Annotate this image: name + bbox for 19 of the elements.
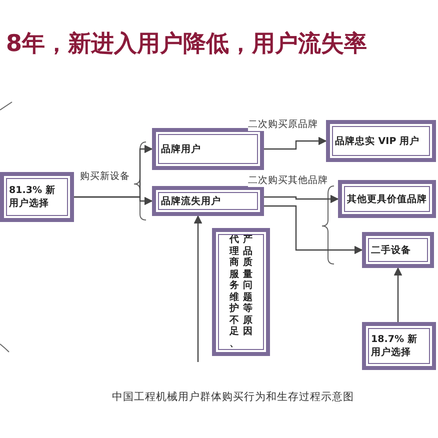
- arrow: [264, 194, 339, 204]
- process-box: 品牌用户: [152, 128, 264, 170]
- arrow: [394, 267, 402, 322]
- edge-label: 二次购买原品牌: [248, 118, 318, 131]
- edge-label: 二次购买其他品牌: [248, 174, 328, 187]
- process-box: 二手设备: [362, 232, 434, 268]
- process-box: 代理商服务维护不足、产品质量问题等原因: [212, 228, 270, 356]
- arrow: [194, 215, 202, 362]
- arrow: [264, 136, 327, 150]
- process-box: 品牌流失用户: [152, 186, 264, 216]
- edge-label: 购买新设备: [80, 170, 130, 183]
- arrow: [74, 196, 153, 206]
- title: 8年，新进入用户降低，用户流失率: [6, 30, 368, 59]
- process-box: 81.3% 新用户选择: [0, 172, 74, 222]
- process-box: 其他更具价值品牌: [338, 180, 436, 218]
- caption: 中国工程机械用户群体购买行为和生存过程示意图: [112, 390, 354, 404]
- process-box: 品牌忠实 VIP 用户: [326, 120, 436, 162]
- arrow: [264, 205, 363, 254]
- process-box: 18.7% 新用户选择: [362, 322, 436, 370]
